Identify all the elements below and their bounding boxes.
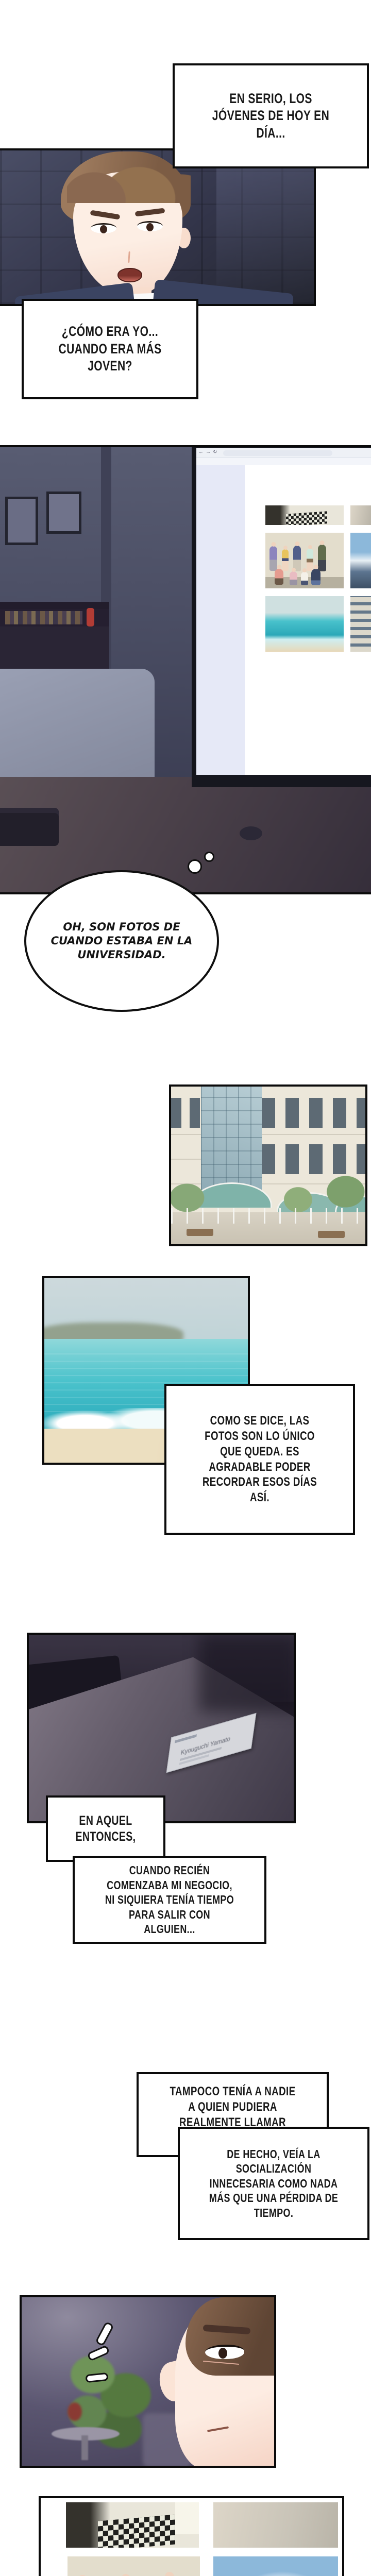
photo-thumb-interior — [265, 505, 344, 525]
panel-man-office — [0, 148, 316, 306]
person-figure — [290, 571, 297, 585]
narration-box-en-aquel: EN AQUEL ENTONCES, — [46, 1795, 165, 1862]
desk-shadow — [199, 1635, 294, 1712]
narration-text-de-hecho: DE HECHO, VEÍA LA SOCIALIZACIÓN INNECESA… — [209, 2147, 339, 2219]
photo-thumb-blur — [350, 505, 371, 525]
photo-checker-floor — [286, 511, 327, 525]
photo-thumb-group — [265, 533, 344, 588]
computer-mouse — [240, 826, 262, 840]
panel-room-monitor: ← → ↻ — [0, 445, 371, 894]
photo-thumb-sea — [350, 533, 371, 588]
bench — [318, 1231, 345, 1238]
url-bar — [223, 450, 332, 456]
panel-photo-grid — [39, 2496, 344, 2576]
narration-box-como-se-dice: COMO SE DICE, LAS FOTOS SON LO ÚNICO QUE… — [164, 1384, 355, 1535]
man-fringe — [67, 158, 191, 203]
photo-thumb-building — [350, 596, 371, 652]
narration-text-cuando-recien: CUANDO RECIÉN COMENZABA MI NEGOCIO, NI S… — [105, 1863, 234, 1936]
person-figure — [282, 549, 289, 571]
man-left-eye — [91, 223, 116, 233]
window-band — [262, 1098, 365, 1128]
profile-eye — [205, 2345, 244, 2359]
man-right-eye — [137, 221, 163, 231]
grid-photo-blur — [213, 2502, 338, 2548]
monitor-screen: ← → ↻ — [196, 448, 371, 775]
monitor-chin — [192, 775, 371, 787]
desk-surface — [0, 777, 371, 892]
window-band — [171, 1098, 201, 1128]
person-figure — [301, 572, 308, 585]
person-figure — [311, 569, 321, 585]
keyboard — [0, 808, 59, 846]
narration-text-como-se-dice: COMO SE DICE, LAS FOTOS SON LO ÚNICO QUE… — [202, 1414, 317, 1504]
bench — [187, 1229, 213, 1236]
speech-text-en-serio: EN SERIO, LOS JÓVENES DE HOY EN DÍA... — [212, 90, 330, 141]
photo-bright-window — [175, 2502, 199, 2534]
browser-toolbar: ← → ↻ — [196, 448, 371, 458]
speech-box-en-serio: EN SERIO, LOS JÓVENES DE HOY EN DÍA... — [173, 63, 369, 168]
speech-box-como-era: ¿CÓMO ERA YO... CUANDO ERA MÁS JOVEN? — [22, 299, 198, 399]
thought-bubble-trail-circle — [188, 859, 202, 874]
clouds — [213, 2556, 338, 2576]
gallery-content — [245, 465, 371, 775]
back-icon: ← — [198, 449, 204, 455]
man-left-pupil — [100, 225, 107, 233]
forward-icon: → — [206, 449, 211, 455]
gallery-sidebar — [196, 465, 245, 775]
person-figure — [307, 549, 313, 571]
narration-box-de-hecho: DE HECHO, VEÍA LA SOCIALIZACIÓN INNECESA… — [178, 2127, 369, 2240]
panel-campus-building — [169, 1084, 367, 1246]
profile-pupil — [218, 2348, 227, 2359]
wall-picture-frame — [5, 497, 38, 545]
thought-bubble: OH, SON FOTOS DE CUANDO ESTABA EN LA UNI… — [24, 870, 219, 1012]
man-open-mouth — [117, 268, 142, 282]
speech-text-como-era: ¿CÓMO ERA YO... CUANDO ERA MÁS JOVEN? — [58, 324, 162, 374]
narration-box-cuando-recien: CUANDO RECIÉN COMENZABA MI NEGOCIO, NI S… — [73, 1856, 266, 1944]
person-figure — [293, 546, 301, 571]
railing-posts — [171, 1208, 365, 1224]
grid-photo-sea-clouds — [213, 2556, 338, 2576]
wall-picture-frame — [46, 492, 81, 534]
window-glow — [216, 150, 314, 304]
thought-bubble-trail-circle — [204, 852, 214, 862]
panel-desk-card: Kyouguchi Yamato — [27, 1633, 296, 1823]
flower — [66, 2400, 83, 2423]
plant-table-leg — [81, 2435, 88, 2460]
monitor: ← → ↻ — [192, 447, 371, 787]
browser-subbar — [196, 458, 371, 465]
narration-text-en-aquel: EN AQUEL ENTONCES, — [75, 1813, 136, 1844]
fire-extinguisher — [87, 608, 94, 626]
grid-photo-interior — [66, 2502, 199, 2548]
book-spines — [5, 611, 82, 624]
person-figure — [269, 546, 277, 571]
card-logo-line — [174, 1734, 197, 1743]
thought-text: OH, SON FOTOS DE CUANDO ESTABA EN LA UNI… — [50, 920, 193, 961]
panel-profile-face — [20, 2295, 276, 2468]
refresh-icon: ↻ — [213, 449, 217, 455]
surprise-mark — [95, 2321, 114, 2347]
grid-photo-group — [68, 2556, 200, 2576]
person-figure — [318, 545, 326, 571]
photo-thumb-beach — [265, 596, 344, 652]
person-figure — [275, 569, 283, 585]
man-right-pupil — [146, 223, 154, 231]
